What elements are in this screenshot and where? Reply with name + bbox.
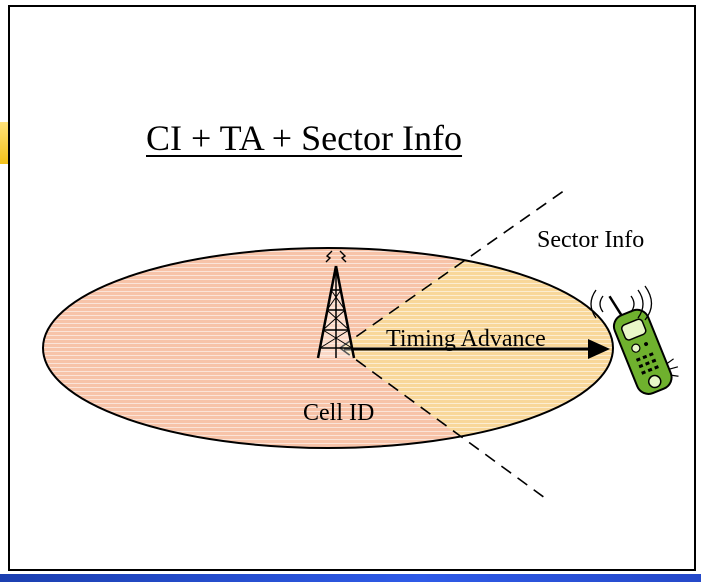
timing-advance-label: Timing Advance bbox=[386, 326, 546, 352]
cell-id-label: Cell ID bbox=[303, 400, 374, 426]
signal-waves-icon bbox=[590, 285, 653, 321]
sector-line-upper bbox=[339, 189, 566, 349]
cell-boundary bbox=[42, 247, 614, 449]
bottom-accent-bar bbox=[0, 574, 701, 582]
slide-title: CI + TA + Sector Info bbox=[146, 118, 463, 158]
arrow-head bbox=[588, 339, 610, 359]
sector-line-lower bbox=[339, 347, 546, 499]
cell-tower-icon bbox=[316, 250, 356, 359]
mobile-phone-icon bbox=[608, 295, 679, 395]
sector-info-label: Sector Info bbox=[537, 227, 644, 253]
